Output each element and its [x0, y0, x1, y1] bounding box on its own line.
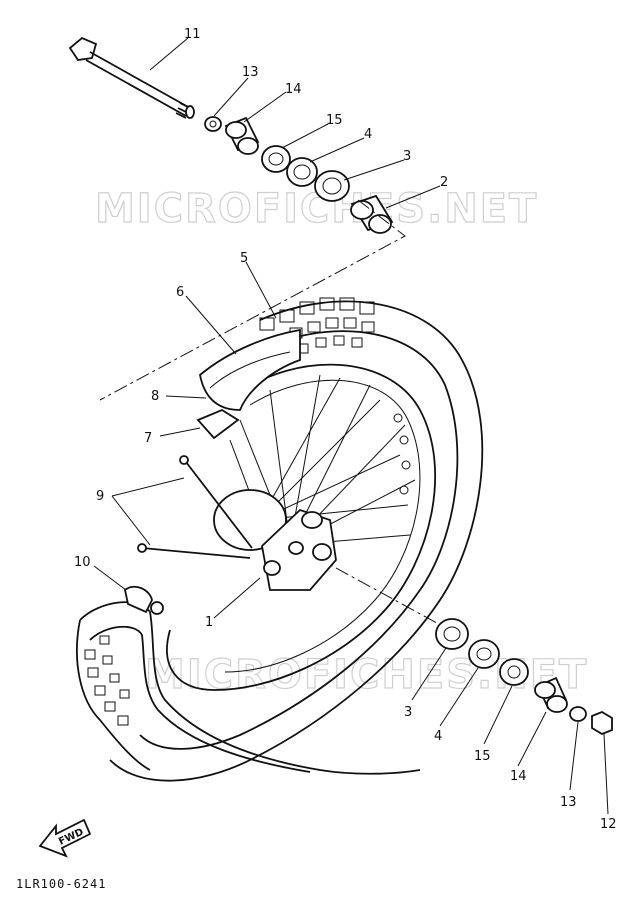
- callout-10: 10: [74, 555, 91, 570]
- callout-4-bottom: 4: [434, 729, 442, 744]
- callout-9: 9: [96, 489, 104, 504]
- callout-2: 2: [440, 175, 448, 190]
- watermark-top: MICROFICHES.NET: [95, 186, 538, 232]
- collar-part-top: [204, 116, 222, 132]
- wheel-assembly: [109, 297, 484, 782]
- bearing-part-top-3: [314, 170, 350, 202]
- callout-4-top: 4: [364, 127, 372, 142]
- axle-part: [68, 36, 195, 119]
- callout-8: 8: [151, 389, 159, 404]
- collar-part-bottom: [569, 706, 587, 722]
- oil-seal-part-bottom: [499, 658, 529, 686]
- callout-15-bottom: 15: [474, 749, 491, 764]
- callout-5: 5: [240, 251, 248, 266]
- callout-3-bottom: 3: [404, 705, 412, 720]
- oil-seal-part-top: [261, 145, 291, 173]
- bearing-part-bottom-4: [468, 639, 500, 669]
- callout-12: 12: [600, 817, 617, 832]
- forward-direction-arrow-icon: FWD: [38, 818, 92, 858]
- diagram-code: 1LR100-6241: [16, 877, 106, 891]
- callout-11: 11: [184, 27, 201, 42]
- callout-14-bottom: 14: [510, 769, 527, 784]
- callout-13-top: 13: [242, 65, 259, 80]
- collar-part-2: [350, 194, 394, 234]
- callout-7: 7: [144, 431, 152, 446]
- leader-lines: [93, 37, 609, 815]
- spoke-set-part: [137, 455, 253, 559]
- spacer-part-bottom: [534, 676, 568, 713]
- callout-3-top: 3: [403, 149, 411, 164]
- callout-15-top: 15: [326, 113, 343, 128]
- tire-tube-part: [76, 585, 421, 775]
- bearing-part-top-4: [286, 157, 318, 187]
- axle-nut-part: [591, 710, 613, 736]
- spacer-part-top: [224, 116, 260, 155]
- bearing-part-bottom-3: [435, 618, 469, 650]
- callout-1: 1: [205, 615, 213, 630]
- rim-band-part: [199, 328, 301, 411]
- callout-13-bottom: 13: [560, 795, 577, 810]
- callout-6: 6: [176, 285, 184, 300]
- callout-14-top: 14: [285, 82, 302, 97]
- rim-strip-part: [196, 408, 240, 440]
